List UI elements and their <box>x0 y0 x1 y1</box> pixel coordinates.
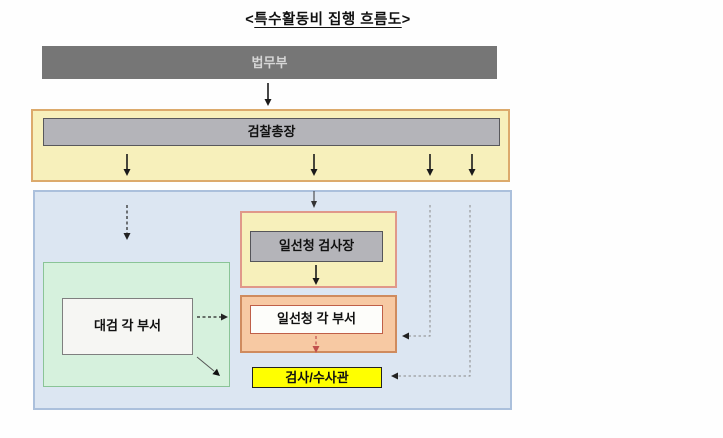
title-open-bracket: < <box>245 12 255 28</box>
node-frontline-chief-prosecutor: 일선청 검사장 <box>250 231 383 262</box>
node-supreme-office-departments: 대검 각 부서 <box>62 298 193 355</box>
node-frontline-departments: 일선청 각 부서 <box>250 305 383 334</box>
title-close-bracket: > <box>401 12 411 28</box>
title-text: 특수활동비 집행 흐름도 <box>254 12 402 28</box>
node-prosecutor-general: 검찰총장 <box>43 118 500 146</box>
node-prosecutor-investigator: 검사/수사관 <box>252 367 382 388</box>
arrow-ministry-to-pg <box>264 83 272 106</box>
node-ministry-of-justice: 법무부 <box>42 46 497 79</box>
diagram-title: <특수활동비 집행 흐름도> <box>212 8 444 29</box>
